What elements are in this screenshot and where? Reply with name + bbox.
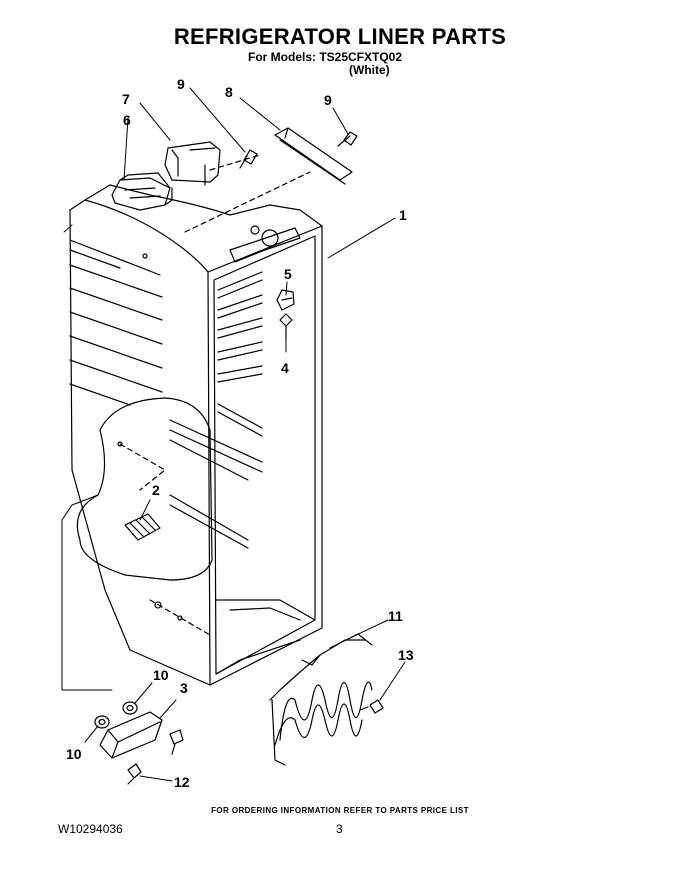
plug-bottom bbox=[94, 715, 110, 729]
screw-left bbox=[239, 149, 258, 169]
light-bracket bbox=[164, 141, 221, 186]
plug-top bbox=[122, 701, 138, 715]
vent-2 bbox=[124, 513, 161, 541]
light-housing bbox=[111, 172, 173, 211]
document-number: W10294036 bbox=[58, 822, 123, 836]
callout-9-right: 9 bbox=[324, 92, 332, 108]
models-line: For Models: TS25CFXTQ02 bbox=[248, 50, 403, 64]
callout-6: 6 bbox=[123, 112, 131, 128]
callout-12: 12 bbox=[174, 774, 190, 790]
callout-2: 2 bbox=[152, 482, 160, 498]
callout-4: 4 bbox=[281, 360, 289, 376]
defrost-heater bbox=[269, 633, 373, 766]
callout-11: 11 bbox=[388, 608, 403, 624]
page-number: 3 bbox=[336, 822, 343, 836]
callout-7: 7 bbox=[122, 91, 130, 107]
callout-13: 13 bbox=[398, 647, 414, 663]
ordering-note: FOR ORDERING INFORMATION REFER TO PARTS … bbox=[211, 806, 469, 815]
callout-numbers: 1 2 3 4 5 6 7 8 9 9 10 10 11 12 13 bbox=[66, 76, 414, 790]
callout-10-bottom: 10 bbox=[66, 746, 82, 762]
screw-right bbox=[337, 131, 358, 147]
refrigerator-liner bbox=[69, 184, 323, 686]
bracket-5 bbox=[276, 289, 295, 311]
drain-trough bbox=[99, 711, 163, 759]
leader-lines bbox=[61, 87, 406, 782]
screw-12 bbox=[127, 763, 142, 785]
page-title: REFRIGERATOR LINER PARTS bbox=[173, 24, 507, 49]
color-line: (White) bbox=[349, 63, 390, 77]
screw-13 bbox=[359, 699, 384, 714]
trim-strip bbox=[274, 127, 353, 185]
callout-9-left: 9 bbox=[177, 76, 185, 92]
callout-5: 5 bbox=[284, 266, 292, 282]
callout-8: 8 bbox=[225, 84, 233, 100]
screw-3 bbox=[169, 729, 184, 755]
screw-4 bbox=[279, 313, 293, 341]
callout-10-top: 10 bbox=[153, 667, 169, 683]
callout-1: 1 bbox=[399, 207, 407, 223]
callout-3: 3 bbox=[180, 680, 188, 696]
